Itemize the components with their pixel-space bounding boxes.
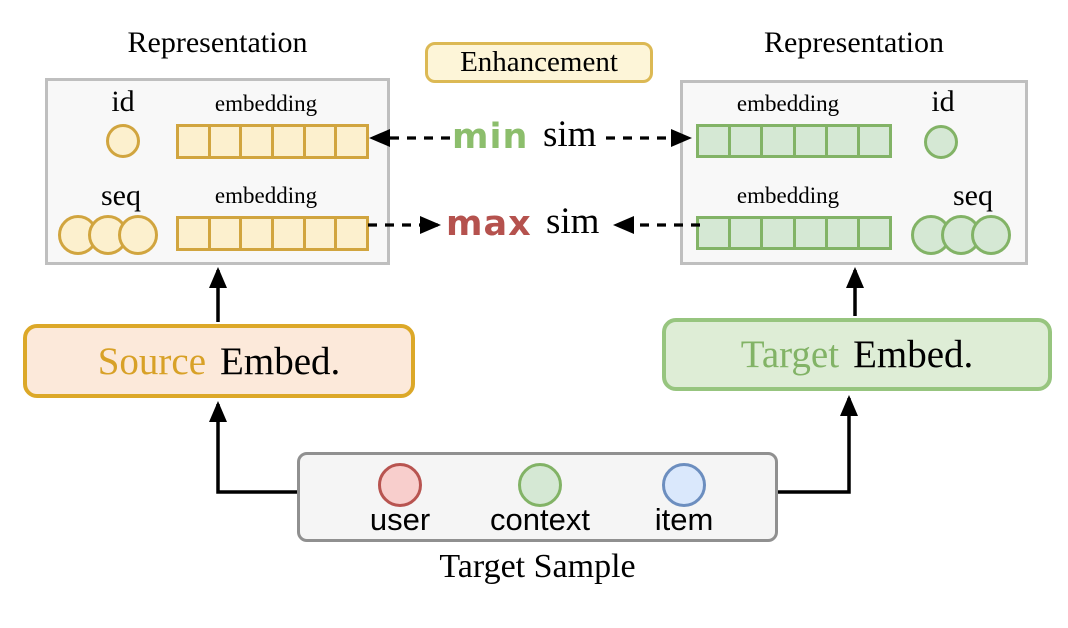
- embedding-cell: [696, 216, 732, 250]
- target-embed-word: Embed.: [853, 333, 974, 376]
- target-id-circle: [924, 125, 958, 159]
- embedding-cell: [302, 216, 338, 251]
- embedding-cell: [239, 216, 275, 251]
- min-sim-operator: min: [452, 117, 529, 157]
- embedding-cell: [824, 124, 860, 158]
- max-sim-label: sim: [546, 201, 600, 242]
- target-seq-circles: [911, 215, 1011, 255]
- sample-to-target-embed-arrow: [778, 395, 858, 494]
- sample-to-source-embed-arrow: [209, 401, 297, 494]
- target-representation-panel: embedding id embedding seq: [680, 80, 1028, 265]
- user-label: user: [369, 502, 431, 537]
- source-seq-embedding-cells: [176, 216, 370, 251]
- max-sim-operator: max: [446, 204, 532, 244]
- target-embed-box: Target Embed.: [662, 318, 1052, 391]
- right-representation-title: Representation: [764, 26, 944, 59]
- sample-item-item: item: [630, 463, 738, 538]
- enhancement-label: Enhancement: [460, 46, 618, 78]
- embedding-cell: [728, 124, 764, 158]
- context-label: context: [490, 502, 590, 537]
- embedding-cell: [207, 124, 243, 159]
- target-sample-box: user context item: [297, 452, 778, 542]
- target-seq-label: seq: [953, 179, 993, 212]
- embedding-cell: [696, 124, 732, 158]
- source-representation-panel: id embedding seq embedding: [45, 78, 390, 265]
- seq-circle: [971, 215, 1011, 255]
- embedding-cell: [856, 124, 893, 158]
- embedding-cell: [792, 124, 828, 158]
- embedding-cell: [271, 216, 306, 251]
- embedding-cell: [792, 216, 828, 250]
- embedding-cell: [760, 216, 796, 250]
- item-circle: [662, 463, 706, 507]
- embedding-cell: [239, 124, 275, 159]
- target-sample-caption: Target Sample: [439, 548, 636, 585]
- source-id-label: id: [111, 85, 135, 118]
- sample-item-context: context: [478, 463, 602, 538]
- item-label: item: [654, 502, 714, 537]
- source-seq-circles: [58, 215, 158, 255]
- min-sim-label: sim: [543, 114, 597, 155]
- target-id-embedding-label: embedding: [736, 91, 840, 116]
- embedding-cell: [176, 216, 211, 251]
- embedding-cell: [824, 216, 860, 250]
- source-seq-label: seq: [101, 179, 141, 212]
- sample-item-user: user: [355, 463, 445, 538]
- embedding-cell: [760, 124, 796, 158]
- embedding-cell: [207, 216, 243, 251]
- target-word: Target: [740, 333, 840, 376]
- source-word: Source: [97, 339, 207, 383]
- seq-circle: [118, 215, 158, 255]
- embedding-cell: [176, 124, 211, 159]
- embedding-cell: [302, 124, 338, 159]
- embedding-cell: [728, 216, 764, 250]
- source-id-embedding-label: embedding: [214, 91, 318, 116]
- embedding-cell: [271, 124, 306, 159]
- embedding-cell: [334, 124, 370, 159]
- source-id-circle: [106, 124, 140, 158]
- enhancement-badge: Enhancement: [425, 42, 653, 83]
- target-id-embedding-cells: [696, 124, 893, 158]
- target-id-label: id: [931, 85, 955, 118]
- target-seq-embedding-cells: [696, 216, 893, 250]
- embedding-cell: [334, 216, 370, 251]
- context-circle: [518, 463, 562, 507]
- user-circle: [378, 463, 422, 507]
- source-embed-box: Source Embed.: [23, 324, 415, 398]
- source-id-embedding-cells: [176, 124, 370, 159]
- target-seq-embedding-label: embedding: [736, 183, 840, 208]
- embedding-cell: [856, 216, 893, 250]
- source-embed-word: Embed.: [220, 339, 341, 383]
- source-seq-embedding-label: embedding: [214, 183, 318, 208]
- left-representation-title: Representation: [127, 26, 308, 59]
